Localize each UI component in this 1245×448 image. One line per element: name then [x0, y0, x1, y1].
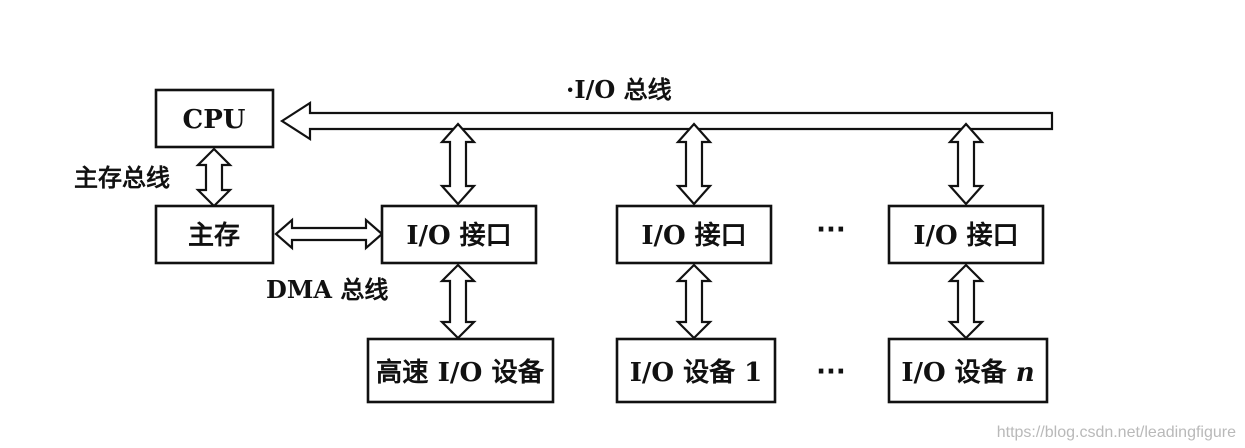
main-memory-bus-label: 主存总线 — [74, 163, 170, 192]
high-speed-device-label: 高速 I/O 设备 — [376, 357, 545, 388]
io-device-1-label: I/O 设备 1 — [630, 358, 763, 388]
main-memory-bus-arrow — [195, 147, 233, 208]
bus-to-interface-1-arrow — [439, 122, 477, 206]
interface-1-to-device-arrow — [439, 263, 477, 340]
io-device-n-variable: n — [1016, 358, 1035, 388]
io-device-n-box — [887, 337, 1049, 404]
interface-n-to-device-arrow — [947, 263, 985, 340]
dma-bus-label: DMA 总线 — [266, 275, 388, 304]
io-bus-arrow — [279, 100, 1054, 142]
io-interface-2-box — [615, 204, 773, 265]
io-interface-n-box — [887, 204, 1045, 265]
io-device-n-prefix: I/O 设备 — [901, 358, 1015, 388]
io-device-n-label: I/O 设备 n — [901, 358, 1034, 388]
watermark-text: https://blog.csdn.net/leadingfigure — [997, 424, 1236, 441]
io-interface-2-label: I/O 接口 — [641, 221, 746, 251]
bus-to-interface-n-arrow — [947, 122, 985, 206]
interface-ellipsis: ··· — [816, 215, 846, 245]
interface-2-to-device-arrow — [675, 263, 713, 340]
io-interface-1-label: I/O 接口 — [406, 221, 511, 251]
io-interface-n-label: I/O 接口 — [913, 221, 1018, 251]
cpu-box — [154, 88, 275, 149]
cpu-label: CPU — [183, 105, 246, 135]
high-speed-device-box — [366, 337, 555, 404]
io-interface-1-box — [380, 204, 538, 265]
io-bus-label: ·I/O 总线 — [566, 75, 672, 104]
io-device-1-box — [615, 337, 777, 404]
main-memory-box — [154, 204, 275, 265]
bus-to-interface-2-arrow — [675, 122, 713, 206]
device-ellipsis: ··· — [816, 357, 846, 387]
dma-bus-arrow — [274, 217, 384, 251]
main-memory-label: 主存 — [188, 221, 240, 251]
